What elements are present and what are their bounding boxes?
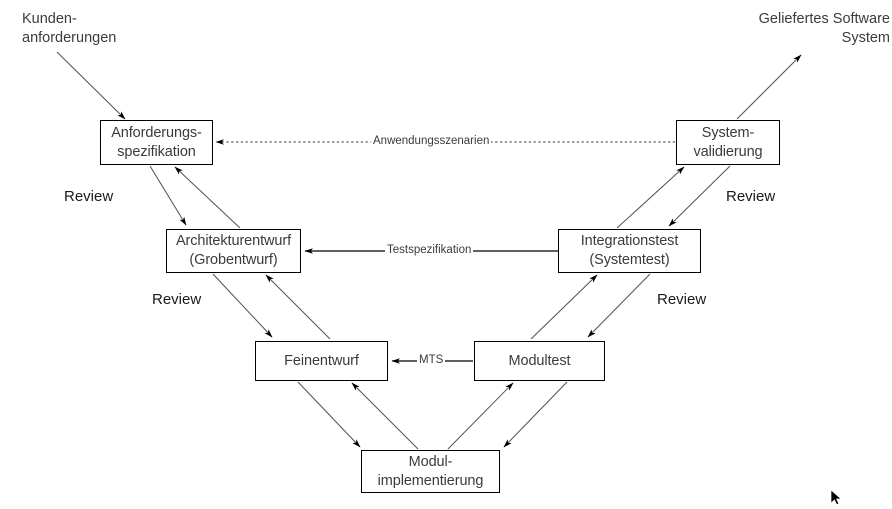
edge-systemvalidierung-to-geliefertes-software-system [736,54,802,120]
node-label-line: (Systemtest) [589,252,670,268]
edge-systemvalidierung-to-integrationstest [668,165,731,227]
label-review-left-top: Review [64,188,114,205]
edge-feinentwurf-to-architekturentwurf [265,274,331,340]
label-line: anforderungen [22,29,117,46]
edge-modulimplementierung-to-modultest [447,382,514,450]
node-architekturentwurf[interactable]: Architekturentwurf (Grobentwurf) [166,229,301,273]
label-review-left-bottom: Review [152,291,202,308]
edge-architekturentwurf-to-anforderungsspezifikation [174,166,241,229]
node-systemvalidierung[interactable]: System- validierung [676,120,780,165]
node-label-line: Architekturentwurf [175,233,292,250]
node-label-line: Modul- [408,453,453,470]
edge-modultest-to-integrationstest [530,274,598,340]
label-review-right-top: Review [726,188,776,205]
edge-integrationstest-to-modultest [587,273,651,338]
edge-modulimplementierung-to-feinentwurf [351,382,419,450]
label-geliefertes-software-system: Geliefertes Software System [742,10,890,48]
edge-kundenanforderungen-to-anforderungsspezifikation [56,51,126,120]
label-line: System [841,29,890,46]
node-label-line: Anforderungs- [111,124,202,141]
edge-architekturentwurf-to-feinentwurf [212,273,273,338]
edge-label-mts: MTS [417,354,446,366]
edge-feinentwurf-to-modulimplementierung [297,381,361,448]
node-integrationstest[interactable]: Integrationstest (Systemtest) [558,229,701,273]
node-label-line: System- [701,124,755,141]
edge-anforderungsspezifikation-to-architekturentwurf [149,165,187,226]
edge-label-anwendungsszenarien: Anwendungsszenarien [371,135,492,147]
label-line: Kunden- [22,11,77,27]
edge-integrationstest-to-systemvalidierung [616,166,685,229]
label-review-right-bottom: Review [657,291,707,308]
node-feinentwurf[interactable]: Feinentwurf [255,341,388,381]
node-modultest[interactable]: Modultest [474,341,605,381]
node-label-line: (Grobentwurf) [189,252,278,268]
node-label-line: implementierung [377,472,484,489]
edge-modultest-to-modulimplementierung [503,381,568,448]
node-label-line: Feinentwurf [284,352,359,369]
node-label-line: Integrationstest [580,233,679,250]
node-label-line: validierung [693,143,763,160]
label-line: Geliefertes Software [758,11,890,27]
node-anforderungsspezifikation[interactable]: Anforderungs- spezifikation [100,120,213,165]
node-label-line: Modultest [508,352,571,369]
edge-label-testspezifikation: Testspezifikation [385,244,474,256]
node-label-line: spezifikation [117,143,196,160]
node-modulimplementierung[interactable]: Modul- implementierung [361,450,500,493]
label-kundenanforderungen: Kunden- anforderungen [22,10,116,48]
